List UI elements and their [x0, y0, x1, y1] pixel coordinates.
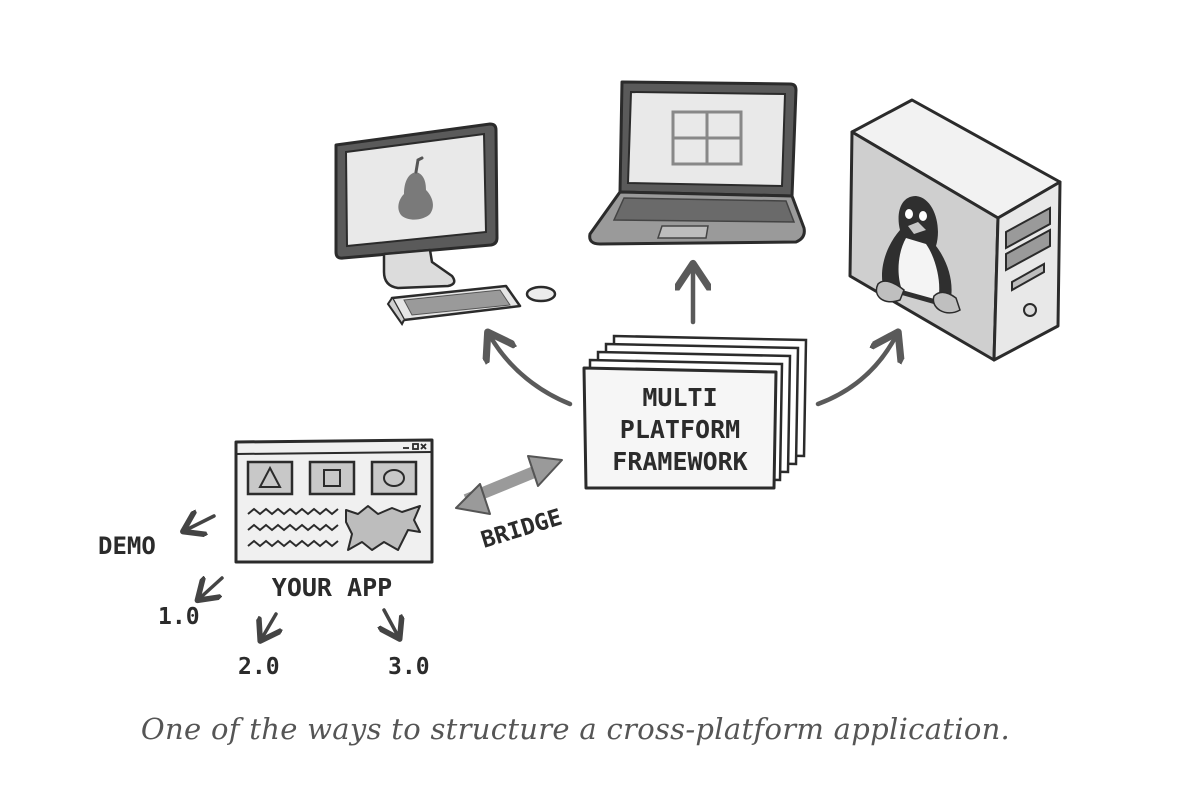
triangle-icon	[258, 465, 282, 488]
drive-slot	[1011, 262, 1045, 292]
mac-mouse	[525, 285, 557, 303]
framework-stack: MULTI PLATFORM FRAMEWORK	[582, 334, 808, 490]
text-placeholder-lines	[247, 507, 339, 548]
image-placeholder-icon	[345, 505, 421, 551]
version-1-label: 1.0	[158, 604, 200, 630]
laptop-keyboard	[612, 197, 796, 223]
laptop-trackpad	[656, 225, 709, 239]
your-app-window	[234, 438, 434, 564]
arrow-to-mac	[490, 336, 573, 407]
mac-computer	[334, 122, 557, 326]
app-tile-2	[308, 460, 356, 496]
window-controls-icon	[403, 443, 427, 450]
framework-label-line-1: MULTI	[642, 383, 717, 412]
arrow-to-linux	[815, 336, 896, 407]
app-tile-3	[370, 460, 418, 496]
window-logo-icon	[671, 110, 743, 166]
figure-caption: One of the ways to structure a cross-pla…	[140, 712, 1011, 746]
version-3-label: 3.0	[388, 654, 430, 680]
drive-bay-2	[1005, 228, 1051, 272]
circle-icon	[383, 469, 405, 487]
version-2-label: 2.0	[238, 654, 280, 680]
bridge-label: BRIDGE	[478, 505, 565, 554]
power-button-icon	[1023, 303, 1037, 317]
bridge-arrow-icon	[455, 455, 563, 515]
linux-tower	[848, 98, 1062, 362]
arrow-to-v2	[262, 612, 276, 638]
pear-logo-icon	[398, 156, 433, 220]
version-demo-label: DEMO	[98, 532, 156, 560]
your-app-label: YOUR APP	[272, 573, 392, 602]
arrow-to-v3	[384, 608, 398, 636]
mac-stand	[382, 248, 456, 290]
framework-label-line-3: FRAMEWORK	[612, 447, 747, 476]
arrow-to-v1	[200, 578, 224, 598]
windows-laptop	[588, 80, 806, 246]
framework-front-page	[582, 366, 778, 490]
arrow-to-demo	[186, 516, 216, 530]
framework-label-line-2: PLATFORM	[620, 415, 740, 444]
drive-bay-1	[1005, 206, 1051, 250]
square-icon	[323, 469, 341, 487]
penguin-logo-icon	[875, 196, 961, 314]
